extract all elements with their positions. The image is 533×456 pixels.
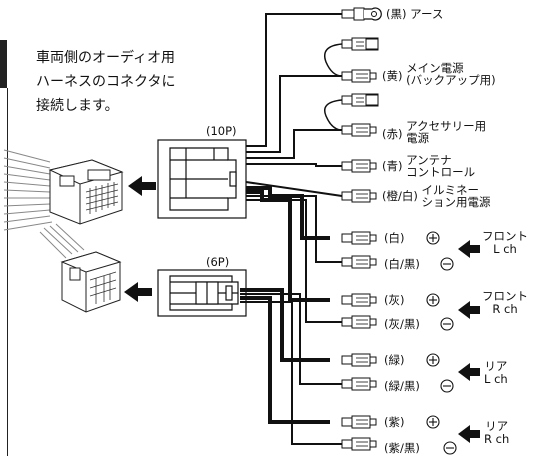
channel-side: R ch	[484, 432, 510, 446]
speaker-label-purple-black: (紫/黒)	[384, 441, 420, 455]
minus-icon	[440, 379, 454, 393]
wire-label-red: (赤) アクセサリー用 電源	[382, 120, 486, 144]
purple-black-terminal-icon	[341, 437, 377, 451]
wire-sub: (バックアップ用)	[406, 73, 496, 87]
connector-6p-label: (6P)	[206, 255, 230, 269]
speaker-label-gray-black: (灰/黒)	[384, 317, 420, 331]
intro-line-1: 車両側のオーディオ用	[36, 50, 176, 66]
connector-10p	[157, 139, 247, 219]
arrow-6p-icon	[124, 282, 152, 302]
green-black-terminal-icon	[341, 377, 377, 391]
channel-side: L ch	[484, 372, 508, 386]
gray-terminal-icon	[341, 293, 377, 307]
channel-position: フロント	[482, 229, 528, 243]
speaker-label-white: (白)	[384, 231, 405, 245]
wire-color: (黄)	[382, 69, 403, 83]
plus-icon	[426, 353, 440, 367]
earth-terminal-icon	[341, 7, 382, 21]
page-edge-bar	[0, 40, 7, 88]
channel-side: R ch	[492, 302, 518, 316]
arrow-front-r-icon	[458, 301, 480, 319]
wire-name: アンテナ	[406, 153, 452, 167]
channel-front-l: フロント L ch	[482, 230, 528, 256]
white-black-terminal-icon	[341, 255, 377, 269]
plus-icon	[426, 415, 440, 429]
speaker-label-green: (緑)	[384, 353, 405, 367]
wire-name: アース	[410, 7, 444, 21]
wire-loops	[324, 43, 343, 131]
speaker-branch-wires	[240, 195, 342, 445]
green-terminal-icon	[341, 353, 377, 367]
speaker-label-gray: (灰)	[384, 293, 405, 307]
arrow-rear-l-icon	[458, 363, 480, 381]
speaker-label-green-black: (緑/黒)	[384, 379, 420, 393]
wire-color: (黒)	[386, 7, 407, 21]
red-terminal-a-icon	[341, 93, 379, 107]
wire-sub: ション用電源	[421, 195, 491, 209]
connector-6p	[157, 269, 247, 317]
blue-terminal-icon	[341, 159, 377, 173]
plus-icon	[426, 293, 440, 307]
orange-terminal-icon	[341, 189, 377, 203]
wire-label-earth: (黒) アース	[386, 8, 443, 20]
channel-position: リア	[485, 419, 509, 433]
arrow-front-l-icon	[458, 240, 480, 258]
wire-label-yellow: (黄) メイン電源 (バックアップ用)	[382, 62, 496, 86]
channel-side: L ch	[493, 242, 517, 256]
yellow-terminal-a-icon	[341, 37, 379, 51]
speaker-label-purple: (紫)	[384, 415, 405, 429]
wire-label-orange: (橙/白) イルミネー ション用電源	[382, 184, 491, 208]
gray-black-terminal-icon	[341, 315, 377, 329]
vehicle-harness-6p	[39, 223, 122, 313]
channel-front-r: フロント R ch	[482, 290, 528, 316]
red-terminal-b-icon	[341, 123, 377, 137]
wire-color: (橙/白)	[382, 189, 418, 203]
minus-icon	[443, 441, 457, 455]
minus-icon	[440, 317, 454, 331]
minus-icon	[440, 257, 454, 271]
wire-name: イルミネー	[421, 183, 480, 197]
vehicle-harness-10p	[3, 149, 124, 231]
channel-position: フロント	[482, 289, 528, 303]
arrow-10p-icon	[128, 176, 156, 196]
intro-line-2: ハーネスのコネクタに	[36, 74, 176, 90]
channel-rear-r: リア R ch	[484, 420, 509, 446]
channel-rear-l: リア L ch	[484, 360, 508, 386]
wire-sub: コントロール	[406, 165, 476, 179]
connector-10p-label: (10P)	[206, 124, 237, 138]
wire-sub: 電源	[406, 131, 430, 145]
wire-label-blue: (青) アンテナ コントロール	[382, 154, 475, 178]
intro-text: 車両側のオーディオ用 ハーネスのコネクタに 接続します。	[36, 46, 175, 118]
intro-line-3: 接続します。	[36, 98, 119, 114]
wire-name: メイン電源	[406, 61, 464, 75]
wire-color: (青)	[382, 159, 403, 173]
wire-name: アクセサリー用	[406, 119, 487, 133]
plus-icon	[426, 231, 440, 245]
channel-position: リア	[484, 359, 508, 373]
power-wires	[245, 13, 343, 197]
speaker-label-white-black: (白/黒)	[384, 257, 420, 271]
yellow-terminal-b-icon	[341, 69, 377, 83]
page-edge-line	[7, 88, 8, 456]
wire-color: (赤)	[382, 127, 403, 141]
white-terminal-icon	[341, 231, 377, 245]
arrow-rear-r-icon	[458, 425, 480, 443]
purple-terminal-icon	[341, 415, 377, 429]
